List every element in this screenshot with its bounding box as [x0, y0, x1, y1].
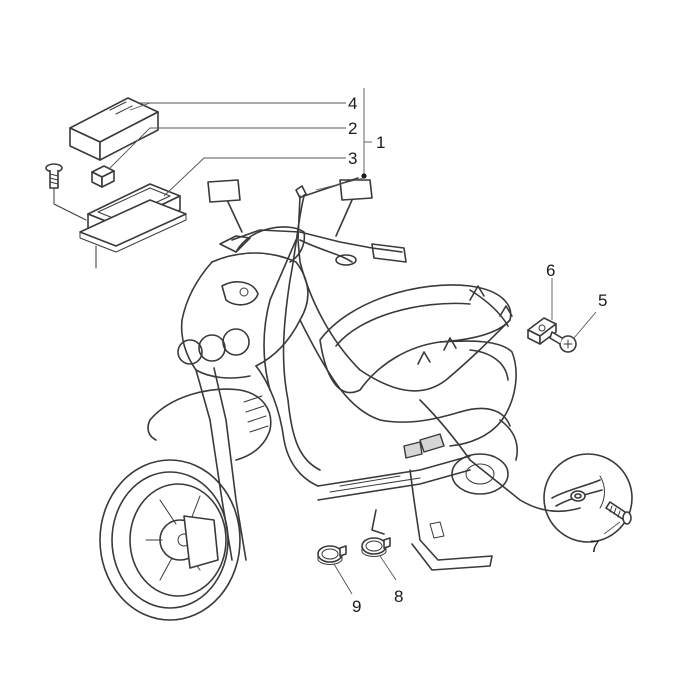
- part-4-box-cover[interactable]: [69, 97, 159, 161]
- part-7-screw-washer[interactable]: [570, 490, 632, 525]
- callout-5: 5: [598, 291, 607, 310]
- callout-7: 7: [590, 537, 599, 556]
- scooter-body: [99, 179, 518, 621]
- part-9-clamp[interactable]: [317, 545, 347, 565]
- callout-labels: 1 4 2 3 6 5 7 8 9: [348, 94, 607, 616]
- part-5-screw[interactable]: [549, 331, 577, 353]
- part-6-clip-nut[interactable]: [527, 317, 557, 345]
- part-8-clamp[interactable]: [361, 537, 391, 557]
- fixing-screw[interactable]: [45, 163, 87, 221]
- callout-8: 8: [394, 587, 403, 606]
- part-1-wiring-harness[interactable]: [263, 177, 581, 539]
- callout-2: 2: [348, 119, 357, 138]
- part-2-connector[interactable]: [91, 165, 115, 188]
- detail-view-circle: [543, 453, 633, 543]
- leader-lines: [109, 88, 621, 595]
- part-3-box-base[interactable]: [79, 183, 187, 269]
- callout-4: 4: [348, 94, 357, 113]
- callout-9: 9: [352, 597, 361, 616]
- callout-6: 6: [546, 261, 555, 280]
- callout-3: 3: [348, 149, 357, 168]
- callout-1: 1: [376, 133, 385, 152]
